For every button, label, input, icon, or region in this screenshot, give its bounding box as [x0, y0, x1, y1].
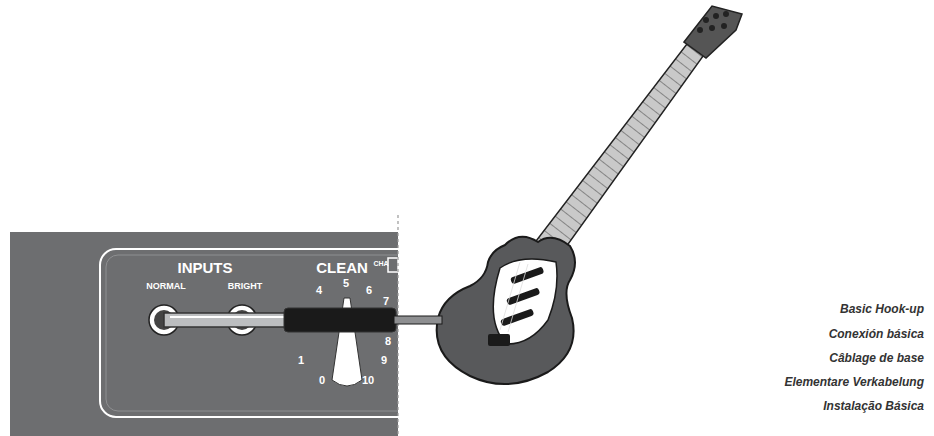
dial-number: 9 — [381, 355, 387, 366]
dial-number: 5 — [343, 278, 349, 289]
dial-number: 6 — [366, 285, 372, 296]
caption-line: Basic Hook-up — [840, 303, 924, 315]
input-label: NORMAL — [146, 282, 186, 291]
caption-line: Elementare Verkabelung — [784, 376, 924, 388]
caption-line: Conexión básica — [829, 328, 924, 340]
panel-heading: INPUTS — [177, 260, 232, 275]
dial-number: 8 — [385, 336, 391, 347]
caption-line: Instalação Básica — [823, 400, 924, 412]
dial-number: 7 — [383, 296, 389, 307]
input-label: BRIGHT — [228, 282, 263, 291]
guitar — [437, 6, 742, 384]
dial-number: 4 — [316, 285, 322, 296]
amp-panel — [10, 232, 398, 436]
dial-number: 0 — [319, 375, 325, 386]
dial-number: 1 — [298, 355, 304, 366]
panel-heading: CHA — [373, 260, 388, 267]
guitar-cable — [164, 308, 442, 332]
panel-heading: CLEAN — [316, 260, 368, 275]
dial-number: 10 — [362, 375, 374, 386]
caption-line: Câblage de base — [829, 352, 924, 364]
